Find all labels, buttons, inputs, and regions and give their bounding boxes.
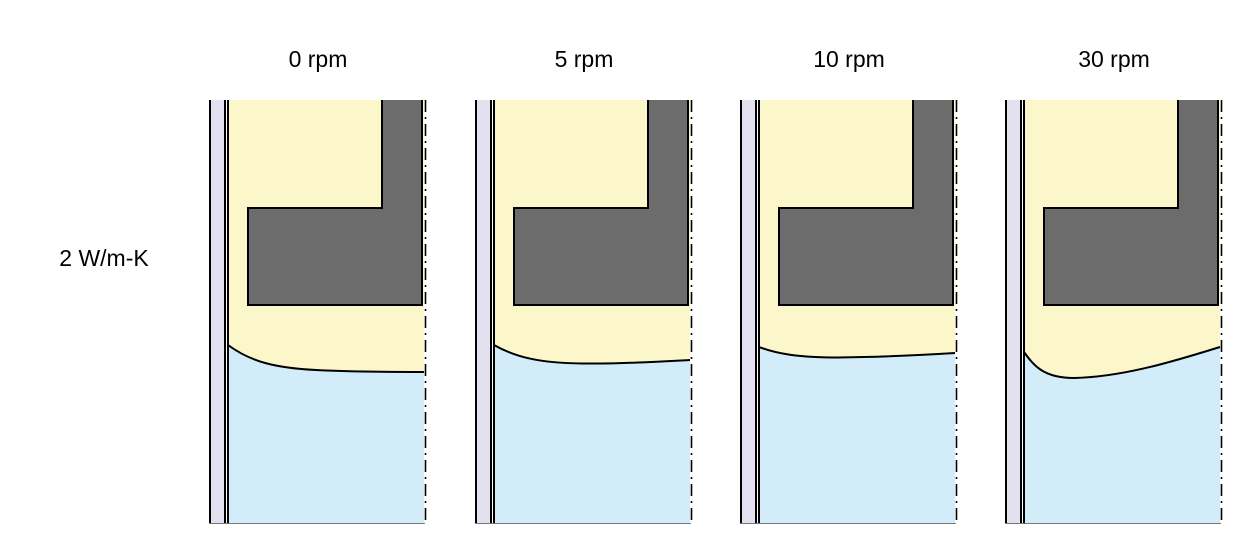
- baffle-outline: [1043, 100, 1219, 306]
- growth-panel: [209, 100, 427, 524]
- baffle-outline: [247, 100, 423, 306]
- growth-panel: [475, 100, 693, 524]
- baffle-outline: [778, 100, 954, 306]
- baffle-region: [248, 100, 422, 305]
- melt-crystal-interface: [227, 344, 425, 373]
- melt-crystal-interface: [758, 346, 956, 359]
- growth-panel: [740, 100, 958, 524]
- row-label: 2 W/m-K: [59, 245, 149, 271]
- baffle-region: [514, 100, 688, 305]
- panel-label: 30 rpm: [1078, 46, 1150, 72]
- baffle-outline: [513, 100, 689, 306]
- melt-crystal-interface: [493, 344, 691, 365]
- crucible-wall: [1006, 100, 1021, 524]
- baffle-region: [779, 100, 953, 305]
- crucible-wall: [741, 100, 756, 524]
- crucible-wall: [476, 100, 491, 524]
- panel-label: 10 rpm: [813, 46, 885, 72]
- melt-crystal-interface: [1023, 346, 1221, 380]
- growth-panel: [1005, 100, 1223, 524]
- panel-label: 5 rpm: [554, 46, 614, 72]
- baffle-region: [1044, 100, 1218, 305]
- panel-label: 0 rpm: [288, 46, 348, 72]
- crystal-region: [759, 332, 955, 524]
- crucible-wall: [210, 100, 225, 524]
